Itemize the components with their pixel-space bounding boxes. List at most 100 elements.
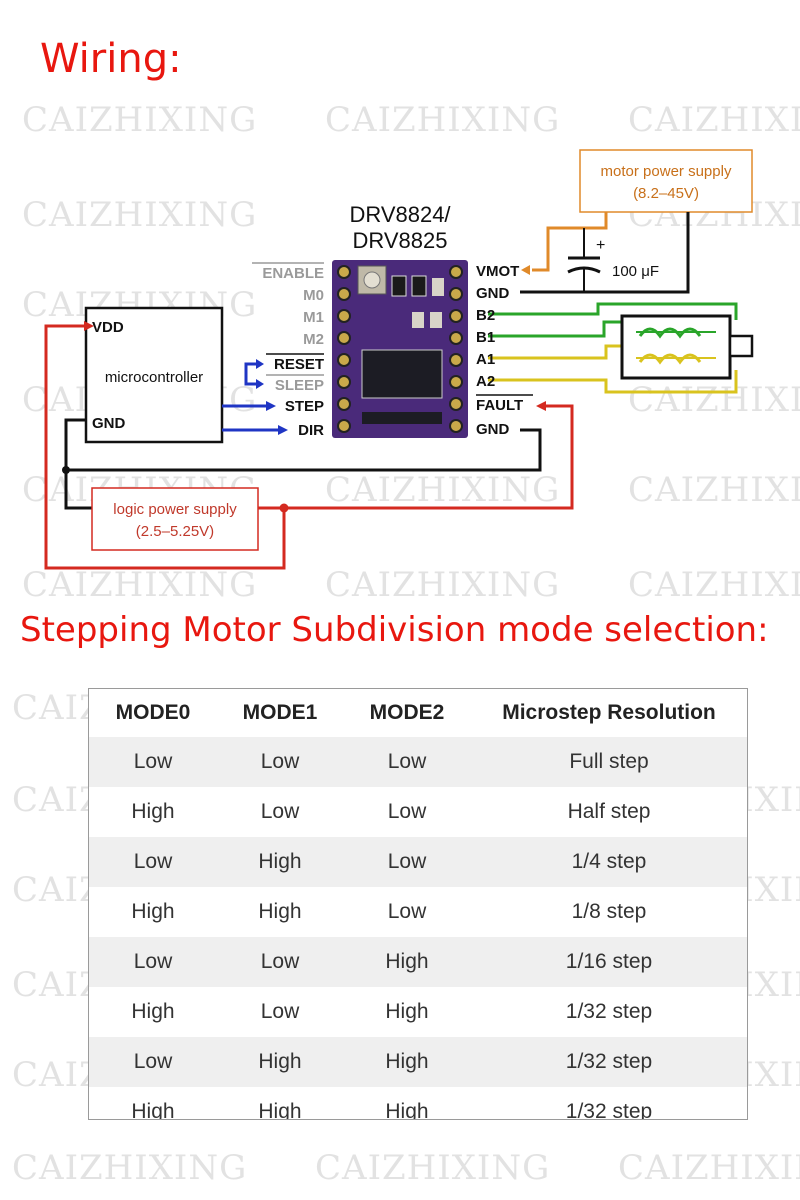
table-header-row: MODE0 MODE1 MODE2 Microstep Resolution	[89, 689, 747, 737]
a1-wire	[488, 344, 634, 360]
diagram-title-line2: DRV8825	[353, 228, 448, 253]
header-mode0: MODE0	[115, 701, 191, 724]
table-row: High Low Low Half step	[89, 787, 747, 837]
cell-mode0: High	[131, 1000, 175, 1023]
fault-arrow	[536, 401, 546, 411]
cell-mode1: High	[258, 1100, 302, 1120]
wiring-diagram: DRV8824/ DRV8825 motor power supply (8.2…	[44, 149, 754, 570]
diagram-title-line1: DRV8824/	[349, 202, 451, 227]
vdd-wire	[44, 324, 286, 570]
vmot-arrow	[521, 265, 530, 275]
pin-label-reset: RESET	[274, 356, 324, 373]
cell-mode1: High	[258, 900, 302, 923]
capacitor-value: 100 μF	[612, 263, 659, 280]
pin-label-m1: M1	[303, 309, 324, 326]
logic-gnd-wire	[64, 470, 92, 510]
cell-mode2: High	[385, 1000, 429, 1023]
b1-wire	[488, 320, 626, 338]
pin-label-gnd-2: GND	[476, 421, 510, 438]
fault-wire	[258, 404, 574, 510]
pin-label-gnd: GND	[476, 285, 510, 302]
header-mode2: MODE2	[369, 701, 445, 724]
motor-supply-range: (8.2–45V)	[633, 185, 699, 202]
pin-label-m2: M2	[303, 331, 324, 348]
stepper-motor	[620, 314, 732, 380]
cell-resolution: 1/32 step	[471, 1037, 747, 1087]
junction-dot	[279, 503, 289, 513]
cell-mode0: Low	[89, 1037, 217, 1087]
cell-mode0: High	[131, 800, 175, 823]
motor-shaft	[728, 334, 754, 358]
reset-sleep-link	[244, 362, 258, 386]
table-row: Low High High 1/32 step	[89, 1037, 747, 1087]
table-row: High High High 1/32 step	[89, 1087, 747, 1120]
table-row: High Low High 1/32 step	[89, 987, 747, 1037]
logic-power-supply-box	[91, 487, 259, 551]
watermark: CAIZHIXING	[618, 1148, 800, 1188]
driver-board-components	[357, 265, 444, 424]
cell-mode1: High	[217, 837, 343, 887]
pin-label-dir: DIR	[298, 422, 324, 439]
cell-resolution: Half step	[567, 800, 651, 823]
cell-resolution: 1/32 step	[565, 1000, 653, 1023]
cell-mode1: Low	[217, 737, 343, 787]
coil-b	[638, 327, 702, 339]
logic-supply-label: logic power supply	[113, 501, 237, 518]
vmot-wire	[532, 212, 608, 272]
sleep-arrow	[256, 379, 264, 389]
cell-resolution: 1/32 step	[565, 1100, 653, 1120]
driver-board-pins	[337, 265, 463, 433]
cell-mode2: High	[385, 1100, 429, 1120]
motor-power-supply-box	[579, 149, 753, 213]
reset-arrow	[256, 359, 264, 369]
cell-resolution: Full step	[471, 737, 747, 787]
table-row: Low Low Low Full step	[89, 737, 747, 787]
gnd-loop-wire	[64, 418, 542, 472]
junction-dot	[62, 466, 70, 474]
coil-a	[638, 353, 702, 365]
mcu-label: microcontroller	[105, 369, 203, 386]
cell-mode1: High	[217, 1037, 343, 1087]
cell-mode2: High	[343, 1037, 471, 1087]
pin-label-step: STEP	[285, 398, 324, 415]
pin-label-a2: A2	[476, 373, 495, 390]
vdd-arrow	[84, 321, 94, 331]
cell-mode1: Low	[217, 937, 343, 987]
step-arrow	[266, 401, 276, 411]
table-row: Low Low High 1/16 step	[89, 937, 747, 987]
pin-label-vmot: VMOT	[476, 263, 519, 280]
cell-mode2: High	[343, 937, 471, 987]
cell-mode2: Low	[387, 900, 427, 923]
mcu-gnd-label: GND	[92, 415, 126, 432]
table-row: High High Low 1/8 step	[89, 887, 747, 937]
watermark: CAIZHIXING	[12, 1148, 248, 1188]
dir-arrow	[278, 425, 288, 435]
mode-selection-heading: Stepping Motor Subdivision mode selectio…	[20, 610, 769, 650]
capacitor-plus: +	[596, 237, 605, 254]
cell-mode1: Low	[260, 1000, 300, 1023]
table-row: Low High Low 1/4 step	[89, 837, 747, 887]
a2-wire	[488, 370, 738, 394]
wiring-heading: Wiring:	[40, 36, 182, 82]
supply-gnd-wire	[520, 212, 690, 294]
cell-resolution: 1/8 step	[571, 900, 647, 923]
pin-label-sleep: SLEEP	[275, 377, 324, 394]
cell-mode2: Low	[343, 737, 471, 787]
cell-resolution: 1/4 step	[471, 837, 747, 887]
cell-mode0: Low	[89, 737, 217, 787]
pin-label-enable: ENABLE	[262, 265, 324, 282]
pin-label-b1: B1	[476, 329, 495, 346]
motor-supply-label: motor power supply	[601, 163, 732, 180]
cell-mode0: High	[131, 900, 175, 923]
header-mode1: MODE1	[242, 701, 318, 724]
cell-mode0: High	[131, 1100, 175, 1120]
cell-resolution: 1/16 step	[471, 937, 747, 987]
cell-mode0: Low	[89, 937, 217, 987]
cell-mode1: Low	[260, 800, 300, 823]
cell-mode0: Low	[89, 837, 217, 887]
pin-label-b2: B2	[476, 307, 495, 324]
mcu-vdd-label: VDD	[92, 319, 124, 336]
microcontroller-box	[84, 306, 224, 444]
mode-table: MODE0 MODE1 MODE2 Microstep Resolution L…	[89, 689, 747, 1120]
b2-wire	[488, 302, 738, 320]
